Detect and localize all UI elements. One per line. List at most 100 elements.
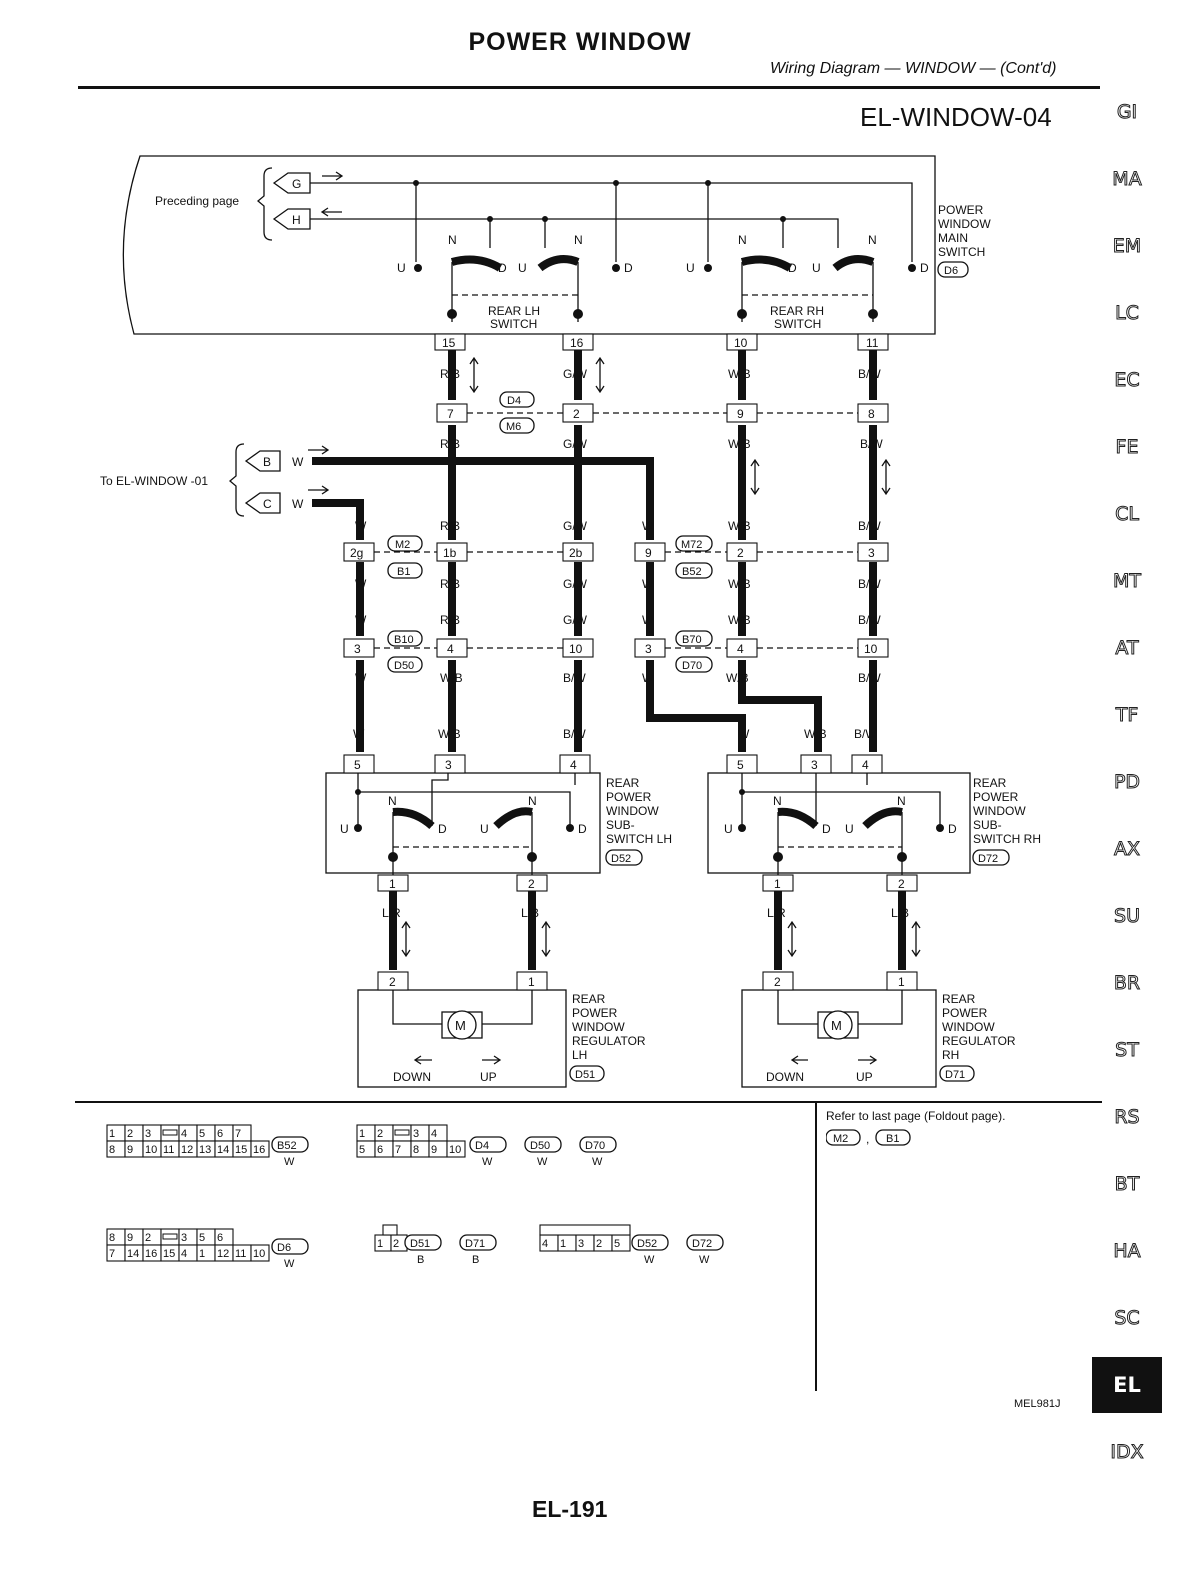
section-tab-fe[interactable]: FE [1115,436,1139,459]
svg-text:RH: RH [942,1048,959,1062]
section-tab-idx[interactable]: IDX [1110,1441,1144,1464]
svg-text:3: 3 [445,758,452,772]
section-tab-at[interactable]: AT [1115,637,1139,660]
connector-id: D50 [530,1140,550,1152]
connector-pin-number: 4 [431,1128,437,1140]
section-tab-em[interactable]: EM [1112,235,1142,258]
svg-text:D51: D51 [575,1069,595,1081]
svg-text:15: 15 [442,336,456,350]
svg-text:REAR: REAR [606,776,640,790]
connector-pin-number: 9 [127,1232,133,1244]
section-tab-lc[interactable]: LC [1115,302,1140,325]
connector-pin-number: 8 [109,1232,115,1244]
connector-color: W [284,1258,295,1270]
connector-id-badge [271,1136,309,1153]
section-tab-br[interactable]: BR [1113,972,1141,995]
svg-text:LH: LH [572,1048,587,1062]
section-tab-ma[interactable]: MA [1112,168,1142,191]
svg-text:3: 3 [811,758,818,772]
svg-text:L/R: L/R [767,906,786,920]
connector-pin-number: 5 [199,1232,205,1244]
connector-color: B [417,1254,424,1266]
svg-text:M: M [831,1018,842,1033]
connector-id-badge [404,1234,442,1251]
section-tab-ha[interactable]: HA [1113,1240,1141,1263]
svg-text:SWITCH LH: SWITCH LH [606,832,672,846]
svg-text:B/W: B/W [858,577,881,591]
svg-text:DOWN: DOWN [393,1070,431,1084]
section-tab-rs[interactable]: RS [1114,1106,1140,1129]
svg-text:N: N [528,794,537,808]
arrow-right-icon [308,445,330,455]
svg-text:10: 10 [569,642,583,656]
section-tab-gi[interactable]: GI [1116,101,1138,124]
svg-text:4: 4 [447,642,454,656]
svg-text:W/B: W/B [728,437,751,451]
connector-pin-number: 1 [199,1248,205,1260]
svg-text:5: 5 [737,758,744,772]
svg-text:SWITCH RH: SWITCH RH [973,832,1041,846]
svg-text:4: 4 [570,758,577,772]
section-tab-st[interactable]: ST [1115,1039,1140,1062]
regulator-lh: 2 1 M DOWN UP REAR POWER WINDOW REGULATO… [357,971,646,1088]
svg-text:10: 10 [864,642,878,656]
figure-code: MEL981J [1014,1398,1061,1410]
svg-text:N: N [868,233,877,247]
section-tab-tf[interactable]: TF [1115,704,1139,727]
svg-text:W/B: W/B [728,577,751,591]
svg-text:B/W: B/W [858,671,881,685]
svg-text:B52: B52 [682,566,702,578]
section-tab-mt[interactable]: MT [1113,570,1142,593]
svg-text:3: 3 [645,642,652,656]
svg-text:B: B [263,455,271,469]
svg-text:M6: M6 [506,421,521,433]
svg-text:R/B: R/B [440,577,460,591]
section-tab-ec[interactable]: EC [1114,369,1140,392]
harness-wires [312,350,906,970]
section-tab-sc[interactable]: SC [1114,1307,1140,1330]
row2-pins: 2g 1b 2b 9 2 3 M2 B1 M72 B52 [343,535,889,579]
connector-pin-number: 2 [393,1238,399,1250]
connector-pin-number: 5 [359,1144,365,1156]
section-tab-pd[interactable]: PD [1113,771,1141,794]
svg-text:D52: D52 [611,853,631,865]
svg-text:N: N [448,233,457,247]
svg-text:D72: D72 [978,853,998,865]
connector-id: D72 [692,1238,712,1250]
svg-text:B10: B10 [394,634,414,646]
svg-text:W: W [738,727,750,741]
connector-pin-number: 8 [109,1144,115,1156]
connector-pin-number: 1 [359,1128,365,1140]
section-tab-bt[interactable]: BT [1114,1173,1140,1196]
svg-text:B1: B1 [397,566,410,578]
connector-pin-number: 4 [542,1238,548,1250]
svg-text:POWER: POWER [938,203,984,217]
wiring-diagram: Preceding page G H U N D U N D U [100,155,1041,1088]
svg-text:C: C [263,497,272,511]
connector-pin-number: 3 [413,1128,419,1140]
svg-text:W: W [355,671,367,685]
svg-text:W/B: W/B [804,727,827,741]
section-tab-su[interactable]: SU [1114,905,1141,928]
connector-pin-number: 1 [109,1128,115,1140]
connector-id: D52 [637,1238,657,1250]
section-subtitle: Wiring Diagram — WINDOW — (Cont'd) [770,60,1057,77]
connector-color: W [482,1156,493,1168]
section-tab-ax[interactable]: AX [1113,838,1140,861]
connector-id: B52 [277,1140,297,1152]
connector-id-badge [469,1136,507,1153]
svg-text:WINDOW: WINDOW [973,804,1026,818]
section-tab-cl[interactable]: CL [1115,503,1140,526]
svg-text:W: W [355,519,367,533]
section-tab-el[interactable]: EL [1092,1357,1162,1413]
connector-pin-number: 11 [163,1144,174,1156]
connector-pin-number: 9 [127,1144,133,1156]
svg-text:D50: D50 [394,660,414,672]
main-switch-name: POWER WINDOW MAIN SWITCH D6 [937,203,991,278]
svg-text:U: U [812,261,821,275]
connector-id-badge [631,1234,669,1251]
svg-text:SUB-: SUB- [973,818,1002,832]
connector-cell [392,1124,412,1142]
svg-text:N: N [738,233,747,247]
svg-text:WINDOW: WINDOW [938,217,991,231]
